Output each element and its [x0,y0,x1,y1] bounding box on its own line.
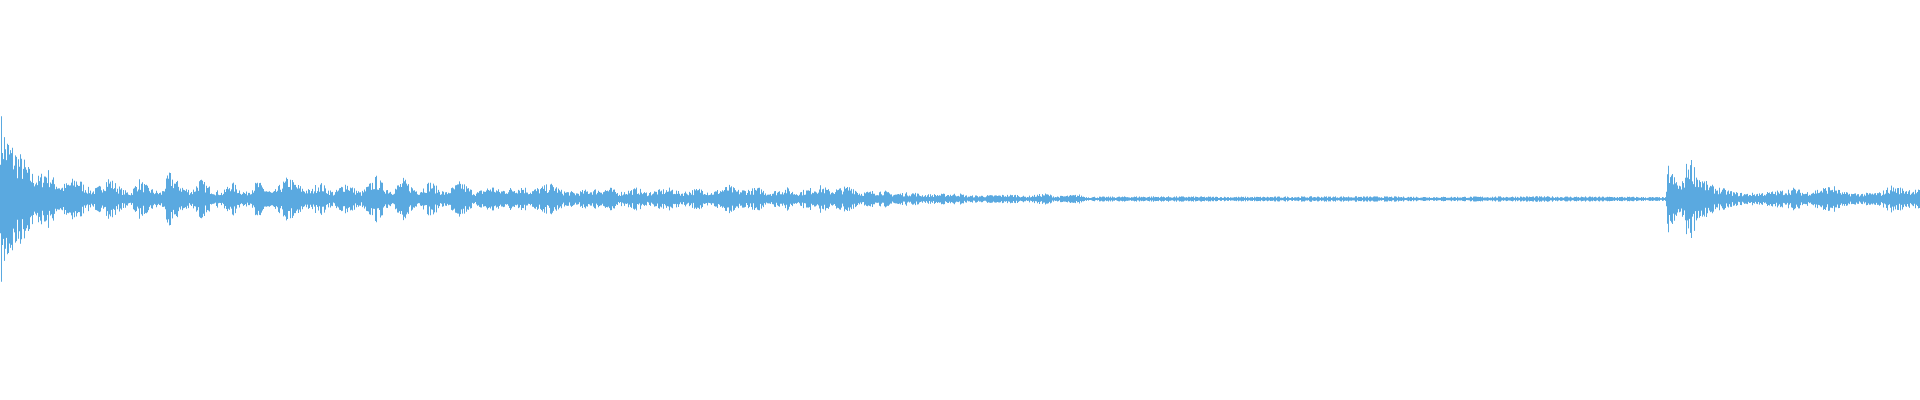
waveform-bars [0,116,1920,282]
